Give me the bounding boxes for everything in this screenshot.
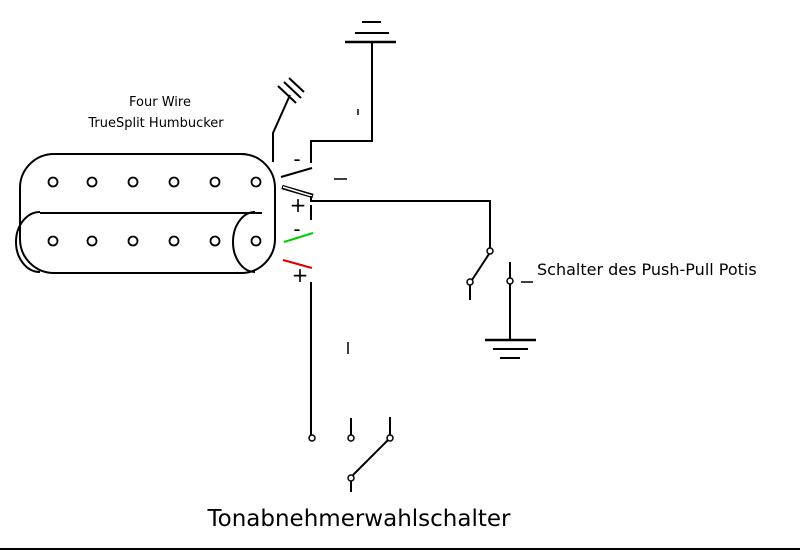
switch-terminal xyxy=(486,247,494,255)
humbucker-pickup xyxy=(15,153,276,274)
pole-piece xyxy=(209,235,221,247)
selector-terminal xyxy=(347,434,355,442)
pickup-selector-switch xyxy=(308,417,394,492)
pole-piece xyxy=(127,235,139,247)
shield-wire xyxy=(272,94,291,162)
switch-terminal xyxy=(506,277,514,285)
selector-terminal xyxy=(308,434,316,442)
pickup-title-line1: Four Wire xyxy=(129,95,191,110)
pole-piece xyxy=(47,235,59,247)
selector-lever xyxy=(352,439,389,476)
pole-piece xyxy=(168,176,180,188)
black-lead-polarity: - xyxy=(293,147,300,171)
switch-lever xyxy=(471,253,490,281)
pole-piece xyxy=(86,235,98,247)
ground-symbol-bottom xyxy=(485,338,536,359)
white-lead xyxy=(282,186,313,197)
chassis-ground-line xyxy=(283,81,302,99)
green-lead xyxy=(283,231,314,244)
push-pull-switch-label: Schalter des Push-Pull Potis xyxy=(537,260,757,279)
selector-terminal xyxy=(347,474,355,482)
chassis-ground-line xyxy=(288,77,305,93)
pole-piece xyxy=(47,176,59,188)
pole-piece xyxy=(86,176,98,188)
red-lead xyxy=(282,258,313,270)
black-lead xyxy=(280,167,313,178)
ground-symbol-top xyxy=(345,21,396,44)
chassis-ground-line xyxy=(277,85,297,104)
selector-terminal xyxy=(386,434,394,442)
white-lead-polarity: + xyxy=(290,193,307,217)
switch-terminal xyxy=(466,278,474,286)
green-lead-polarity: - xyxy=(293,217,300,241)
pole-piece xyxy=(209,176,221,188)
pole-pieces-top xyxy=(47,176,262,188)
ground-wire-top xyxy=(310,42,373,163)
pickup-selector-label: Tonabnehmerwahlschalter xyxy=(207,506,512,532)
pole-piece xyxy=(250,176,262,188)
pole-piece xyxy=(250,235,262,247)
red-lead-polarity: + xyxy=(292,263,309,287)
pole-piece xyxy=(168,235,180,247)
push-pull-switch xyxy=(466,247,533,340)
pickup-title-line2: TrueSplit Humbucker xyxy=(87,116,224,131)
shield-ground xyxy=(272,77,305,162)
pole-pieces-bottom xyxy=(47,235,262,247)
coil-curve-left xyxy=(15,211,41,273)
pole-piece xyxy=(127,176,139,188)
coil-curve-right xyxy=(232,211,256,273)
wire-to-push-pull xyxy=(310,196,491,248)
